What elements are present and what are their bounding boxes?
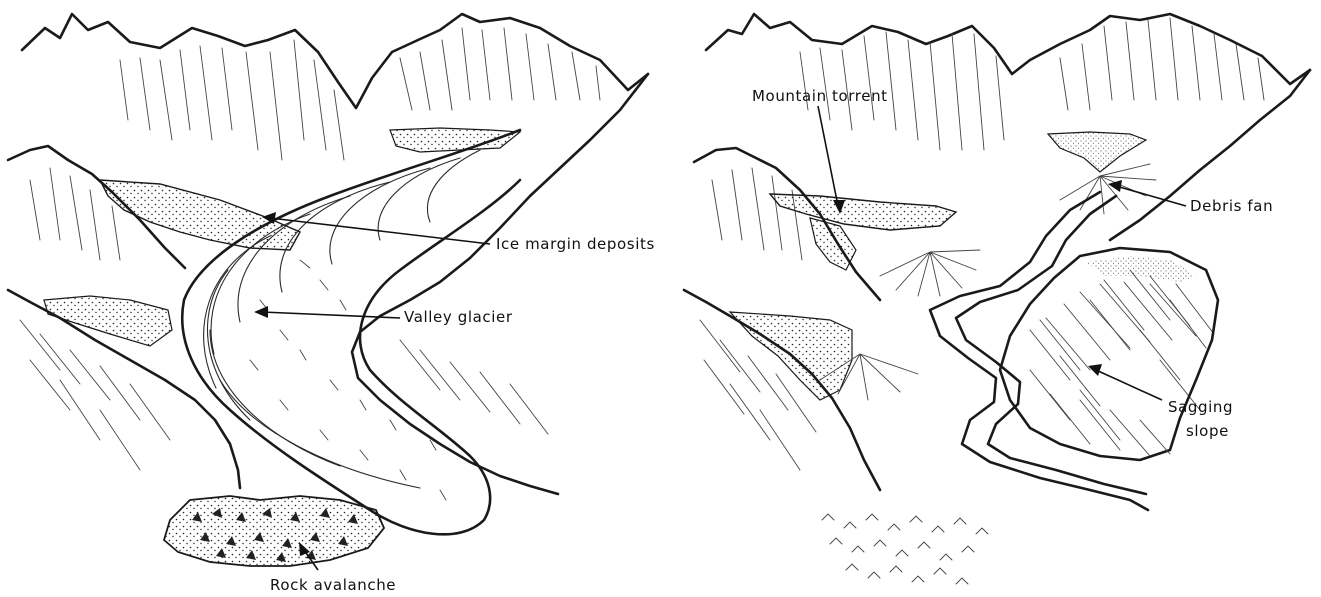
upper-left-deposit — [810, 218, 856, 270]
ice-margin-deposits-text: Ice margin deposits — [496, 235, 655, 253]
ice-margin-deposit-far — [390, 128, 520, 152]
mountain-torrent-text: Mountain torrent — [752, 87, 888, 105]
sagging-slope-text-line2: slope — [1186, 422, 1229, 440]
label-sagging-slope: Sagging slope — [1088, 364, 1233, 440]
label-ice-margin-deposits: Ice margin deposits — [262, 212, 655, 253]
rock-avalanche-area — [164, 496, 384, 566]
sagging-slope-text-line1: Sagging — [1168, 398, 1233, 416]
debris-fan-text: Debris fan — [1190, 197, 1273, 215]
right-panel-postglacial-valley: Mountain torrent Debris fan Sagging slop… — [684, 14, 1310, 584]
valley-glacier-text: Valley glacier — [404, 308, 513, 326]
valley-glacier-outline — [182, 130, 520, 534]
label-debris-fan: Debris fan — [1108, 180, 1273, 215]
rock-avalanche-text: Rock avalanche — [270, 576, 396, 594]
label-valley-glacier: Valley glacier — [254, 306, 513, 326]
sagging-slope-hatching — [1030, 282, 1206, 456]
torrent-deposit-area — [770, 194, 956, 230]
sagging-slope-crown — [1086, 256, 1196, 282]
lower-scree-marks — [822, 514, 988, 584]
river-channel-right-bank — [956, 196, 1146, 494]
left-panel-glaciated-valley: Ice margin deposits Valley glacier Rock … — [8, 14, 655, 594]
right-mountain-ridge — [706, 14, 1310, 84]
river-channel-left-bank — [930, 192, 1148, 510]
debris-fan-area — [1048, 132, 1146, 172]
